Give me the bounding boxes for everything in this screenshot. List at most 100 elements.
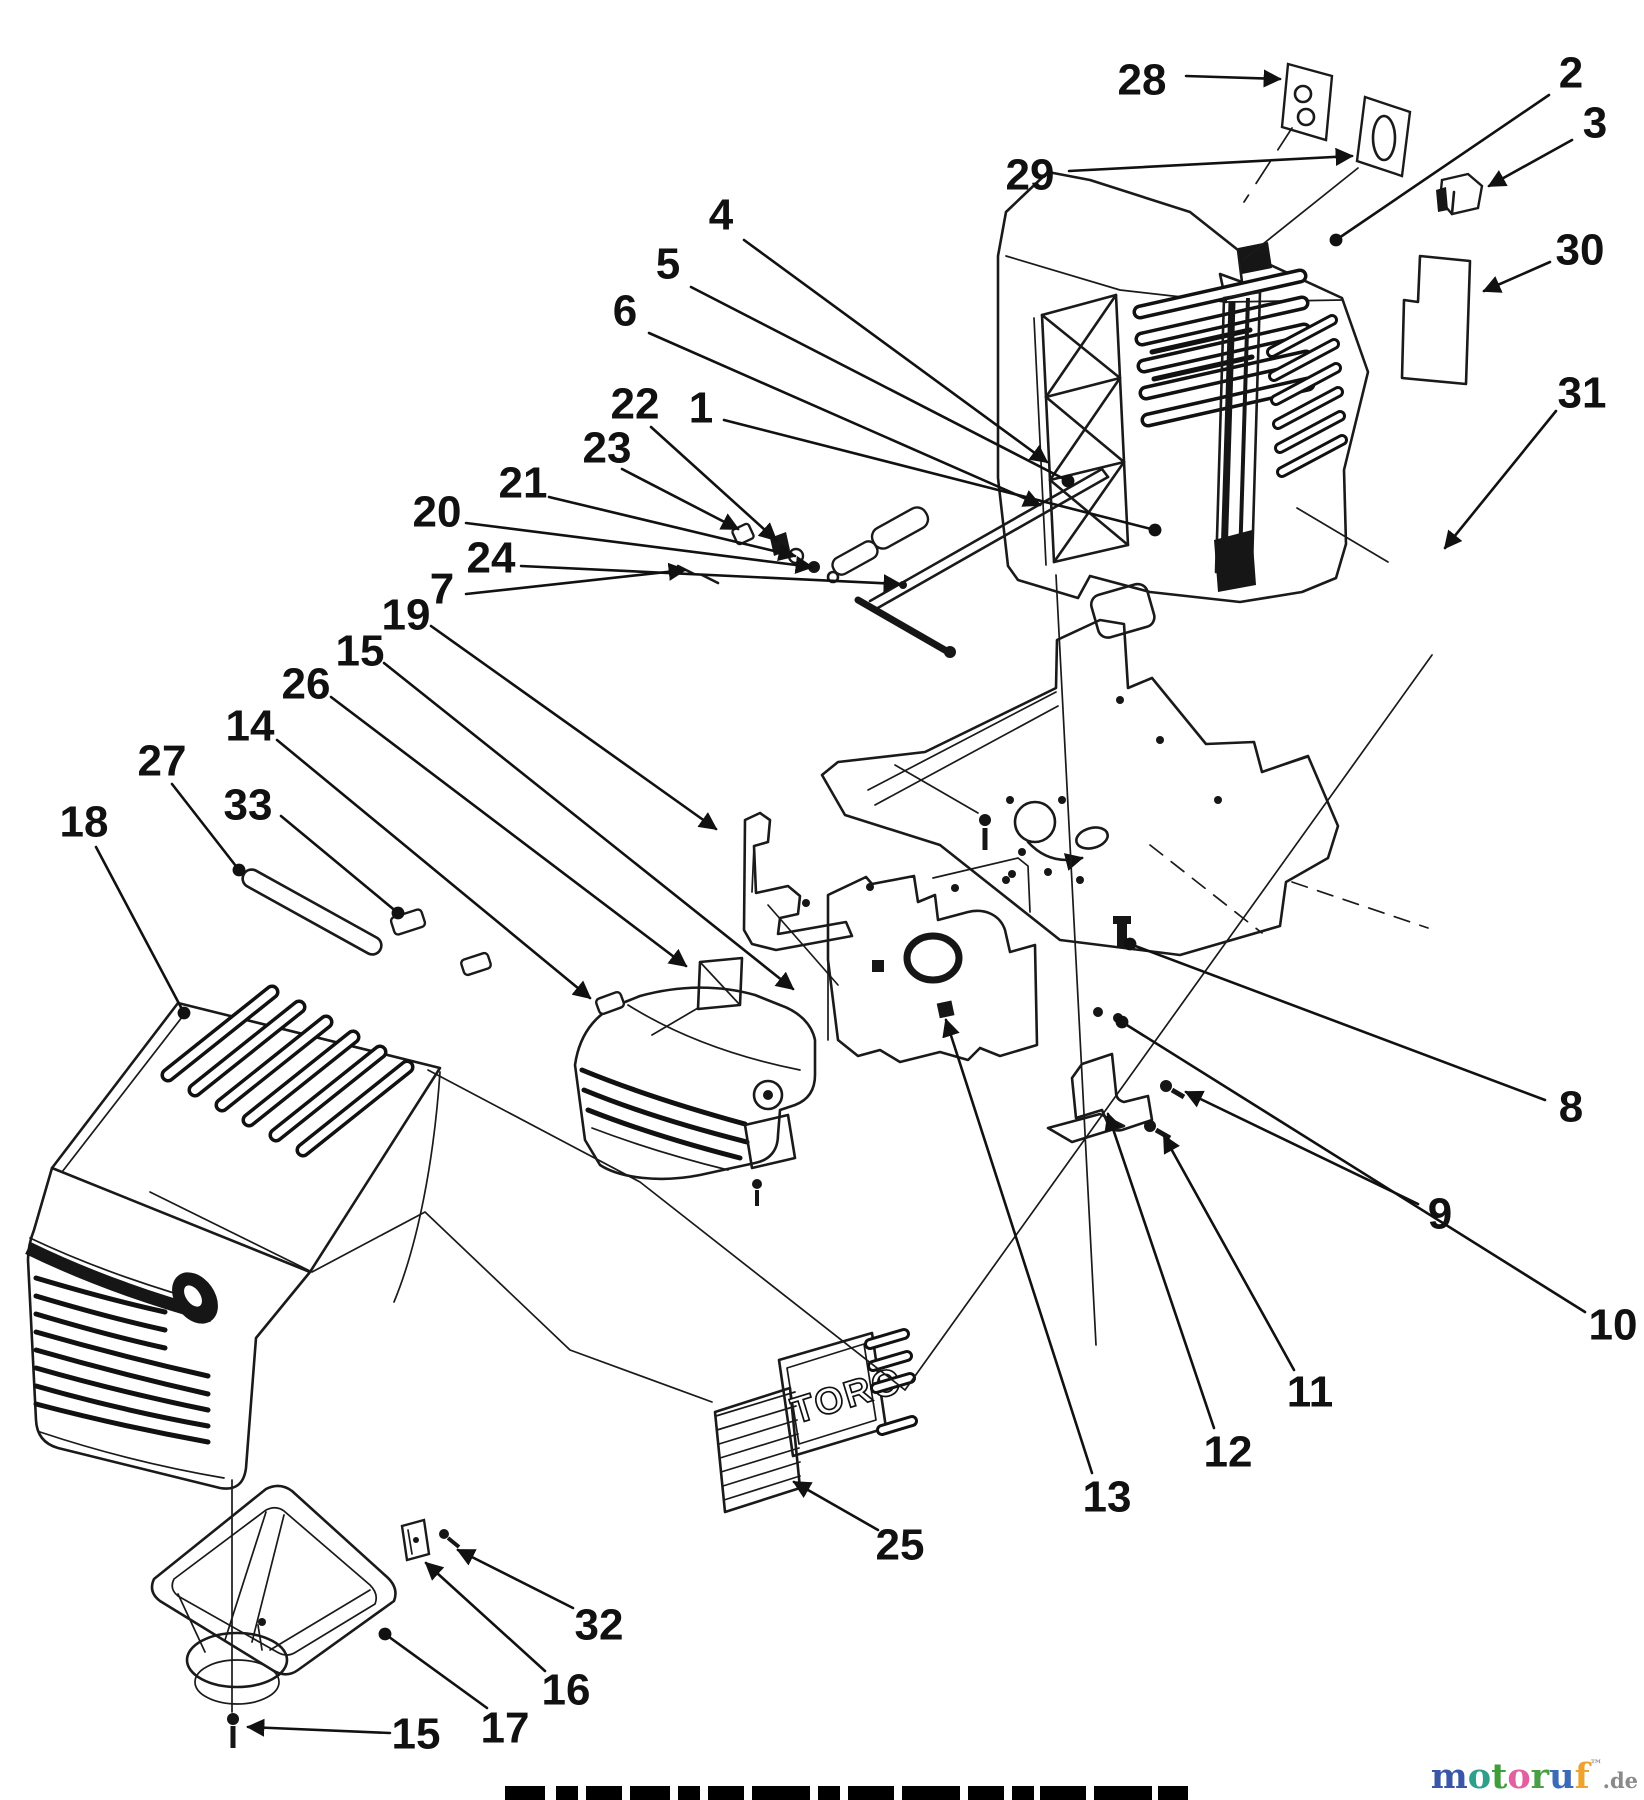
trim-strip-27 [241,868,383,956]
mesh-x-braces [1040,293,1130,564]
hinge-rod-end [1100,467,1110,479]
hood-ridge-inner [61,1011,187,1173]
callout-label-32: 32 [575,1601,624,1650]
watermark-letter: f [1574,1756,1590,1797]
callout-label-7: 7 [430,565,454,614]
watermark-letter: t [1491,1756,1508,1797]
chassis-outline [820,618,1340,957]
callout-label-23: 23 [583,424,632,473]
chassis-hole [1013,800,1057,844]
alignment-line [904,654,1433,1391]
callout-leader-27 [170,782,246,877]
dash-bracket-rear-plate [932,857,1031,913]
decal-31 [1089,582,1156,639]
hinge-rod [868,467,1104,603]
rod-clevis [831,540,879,576]
callout-leader-15 [382,661,795,991]
callout-leader-22 [649,425,778,542]
watermark-motoruf: motoruf™.de [1431,1759,1638,1794]
callout-label-31: 31 [1558,369,1607,418]
hinge-pin-end [944,646,956,658]
callout-leader-8 [1123,937,1547,1102]
hood-latch-3 [1436,172,1484,216]
housing-clip [594,990,626,1016]
callout-label-33: 33 [224,781,273,830]
callout-label-1: 1 [689,384,713,433]
funnel-cup [185,1631,289,1689]
housing-grille-bar [579,1067,748,1127]
hood [25,984,442,1490]
callout-leader-11 [1162,1134,1296,1372]
callout-leader-15 [246,1718,392,1737]
shroud-side-louvers [1266,314,1348,478]
channel-foot [1214,530,1256,592]
callout-label-25: 25 [876,1521,925,1570]
dash-support-bracket [826,857,1039,1064]
callout-leader-16 [424,1561,547,1673]
callout-label-17: 17 [481,1704,530,1753]
cutoff-title-fragments [505,1786,1188,1800]
callout-label-18: 18 [60,798,109,847]
decal-30 [1400,254,1472,386]
funnel-rim-outer [150,1484,397,1676]
panel-arrow-mark [1026,840,1084,871]
callout-leader-9 [1184,1090,1420,1206]
callout-leader-13 [942,1018,1094,1475]
callout-leader-28 [1184,69,1282,88]
alignment-line [894,764,979,814]
alignment-line [767,904,839,986]
chassis-slot [1075,826,1109,850]
callout-leader-26 [329,695,688,968]
funnel-screw [227,1713,239,1748]
callout-label-9: 9 [1428,1190,1452,1239]
callout-label-10: 10 [1589,1301,1638,1350]
chassis-flange [1253,741,1309,773]
housing-bracket [743,1113,797,1170]
funnel-mount-bracket-16 [400,1518,431,1562]
watermark-letters: motoruf [1431,1756,1590,1797]
callout-leader-18 [94,845,191,1020]
housing-grille-bar [591,1127,729,1171]
engine-shroud [996,170,1370,604]
callout-leader-6 [647,331,1042,507]
funnel-cup-lower [194,1659,280,1705]
callout-leader-4 [742,238,1049,464]
alignment-line-plate29 [1242,167,1359,261]
callout-label-4: 4 [709,191,734,240]
callout-label-3: 3 [1583,99,1607,148]
slotted-plate-29 [1355,95,1412,178]
housing-screw [752,1179,762,1189]
channel-dark-rib [1220,301,1236,559]
callout-leader-17 [378,1627,489,1710]
callout-leader-14 [275,738,592,1000]
callout-label-30: 30 [1556,226,1605,275]
hinge-rod [874,475,1110,611]
callout-label-8: 8 [1559,1083,1583,1132]
callout-label-27: 27 [138,737,187,786]
decal-stripes [715,1391,801,1501]
hood-top-louvers [160,984,415,1158]
callout-leader-24 [519,564,902,593]
toro-logo-text: TORO [786,1359,907,1432]
callout-label-22: 22 [611,380,660,429]
shroud-support-channel [1214,242,1272,592]
stud-bolt [1113,916,1131,948]
callout-leader-32 [456,1548,575,1610]
callouts: 1234567891011121314151516171819202122232… [60,49,1638,1759]
callout-leader-20 [464,521,814,574]
callout-leader-33 [279,814,405,920]
square-port [936,1000,955,1019]
projection-lines [149,127,1433,1713]
cotter-pin [700,573,720,585]
callout-leader-31 [1443,409,1558,550]
louver-shadow [1151,354,1255,382]
callout-label-20: 20 [413,488,462,537]
hood-clip-33 [389,908,427,936]
callout-label-19: 19 [382,591,431,640]
callout-label-29: 29 [1006,151,1055,200]
callout-leader-29 [1067,147,1354,173]
hidden-line [1149,844,1263,934]
hood-top-face [50,1001,442,1274]
hood-front-face [26,1166,312,1490]
